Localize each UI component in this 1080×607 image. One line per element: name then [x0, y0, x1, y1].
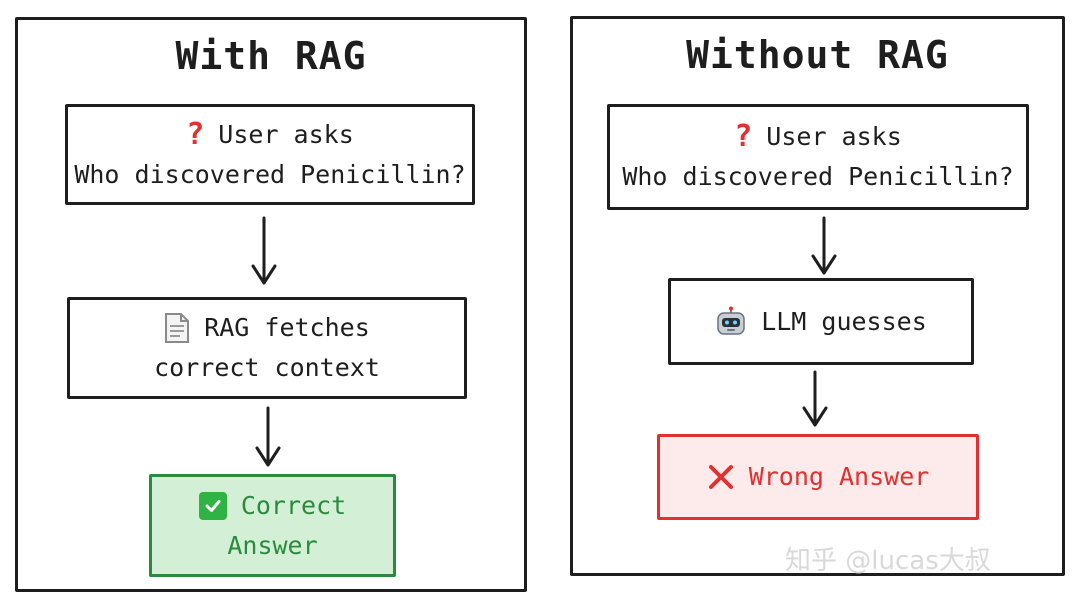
- answer-label: Answer: [227, 530, 318, 560]
- user-question-text: Who discovered Penicillin?: [622, 162, 1014, 191]
- check-icon: [198, 491, 227, 520]
- correct-answer-box: Correct Answer: [149, 474, 396, 577]
- correct-label: Correct: [240, 490, 347, 520]
- llm-guesses-label: LLM guesses: [761, 306, 927, 336]
- question-mark-icon: ?: [734, 119, 753, 154]
- user-asks-box: ? User asks Who discovered Penicillin?: [607, 104, 1029, 210]
- wrong-answer-label: Wrong Answer: [748, 462, 930, 491]
- correct-context-text: correct context: [154, 353, 380, 382]
- robot-icon: [715, 306, 747, 338]
- rag-fetches-box: RAG fetches correct context: [67, 297, 467, 399]
- llm-guesses-box: LLM guesses: [668, 278, 974, 365]
- cross-icon: [707, 463, 735, 491]
- user-asks-label: User asks: [766, 122, 902, 151]
- document-icon: [164, 312, 190, 344]
- rag-fetches-label: RAG fetches: [204, 313, 370, 342]
- without-rag-panel: Without RAG ? User asks Who discovered P…: [570, 16, 1065, 576]
- with-rag-title: With RAG: [175, 34, 367, 78]
- question-mark-icon: ?: [186, 116, 205, 152]
- arrow-left-2: [255, 406, 281, 467]
- without-rag-title: Without RAG: [686, 33, 949, 77]
- with-rag-panel: With RAG ? User asks Who discovered Peni…: [15, 17, 527, 592]
- user-question-text: Who discovered Penicillin?: [74, 159, 466, 189]
- wrong-answer-box: Wrong Answer: [657, 434, 979, 520]
- user-asks-box: ? User asks Who discovered Penicillin?: [65, 104, 475, 205]
- arrow-right-1: [811, 216, 837, 275]
- arrow-left-1: [251, 216, 277, 285]
- watermark: 知乎 @lucas大叔: [785, 546, 991, 576]
- user-asks-label: User asks: [218, 119, 354, 149]
- arrow-right-2: [802, 370, 828, 427]
